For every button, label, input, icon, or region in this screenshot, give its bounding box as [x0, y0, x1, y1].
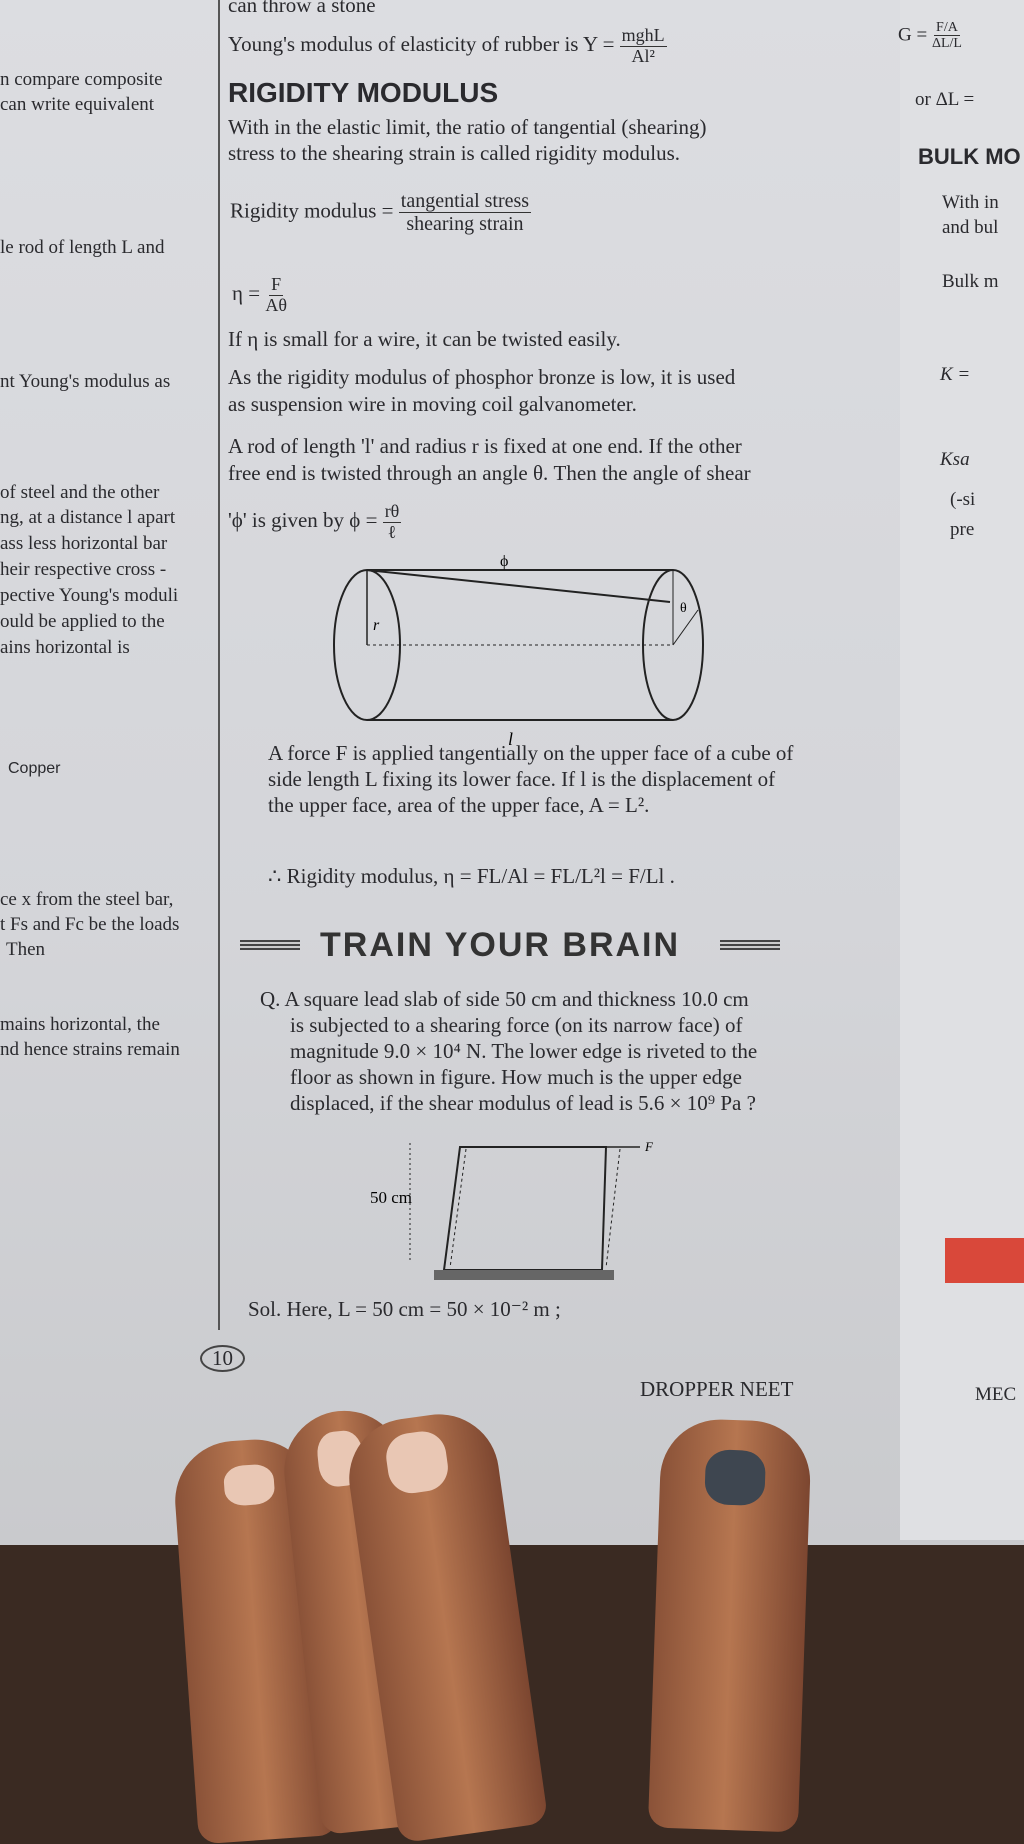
- left-text: Then: [6, 939, 46, 960]
- right-heading: BULK MO: [918, 144, 1021, 169]
- left-text: pective Young's moduli: [0, 585, 179, 606]
- force-label: F: [644, 1139, 654, 1154]
- rigidity-formula-2: ∴ Rigidity modulus, η = FL/Al = FL/L²l =…: [268, 864, 675, 888]
- question-line: Q. A square lead slab of side 50 cm and …: [260, 987, 749, 1011]
- right-text: or ΔL =: [915, 89, 975, 110]
- decorative-bar: [720, 940, 781, 950]
- formula-label: 'ϕ' is given by ϕ =: [228, 508, 378, 533]
- left-text: nd hence strains remain: [0, 1039, 180, 1060]
- side-label: 50 cm: [370, 1188, 412, 1207]
- left-text: ould be applied to the: [0, 611, 165, 632]
- right-text: (-si: [950, 489, 976, 510]
- left-text: mains horizontal, the: [0, 1014, 160, 1035]
- twisted-rod-diagram: ϕ θ r l: [333, 553, 704, 749]
- paragraph-line: side length L fixing its lower face. If …: [268, 767, 776, 791]
- theta-label: θ: [680, 601, 687, 616]
- paragraph-line: as suspension wire in moving coil galvan…: [228, 392, 637, 416]
- question-line: is subjected to a shearing force (on its…: [290, 1013, 743, 1037]
- left-text: can write equivalent: [0, 94, 155, 115]
- main-text: can throw a stone: [228, 0, 376, 17]
- left-text: ng, at a distance l apart: [0, 507, 176, 528]
- numerator: F/A: [934, 20, 960, 37]
- formula-label: η =: [232, 281, 261, 306]
- left-text: heir respective cross -: [0, 559, 167, 580]
- left-text: ass less horizontal bar: [0, 533, 168, 554]
- left-text: ce x from the steel bar,: [0, 889, 174, 910]
- paragraph-line: With in the elastic limit, the ratio of …: [228, 115, 707, 139]
- decorative-bar: [240, 940, 300, 950]
- denominator: Aθ: [265, 294, 287, 315]
- banner-title: TRAIN YOUR BRAIN: [320, 925, 681, 964]
- column-divider: [218, 0, 220, 1330]
- question-line: displaced, if the shear modulus of lead …: [290, 1091, 756, 1115]
- formula-label: G =: [898, 24, 928, 46]
- paragraph-line: stress to the shearing strain is called …: [228, 141, 681, 165]
- question-line: floor as shown in figure. How much is th…: [290, 1065, 742, 1089]
- right-text: and bul: [942, 217, 999, 238]
- right-text: pre: [950, 519, 975, 540]
- question-line: magnitude 9.0 × 10⁴ N. The lower edge is…: [290, 1039, 758, 1063]
- left-text: n compare composite: [0, 69, 163, 90]
- footer-title: DROPPER NEET: [640, 1377, 794, 1401]
- formula-label: Rigidity modulus =: [230, 198, 394, 223]
- numerator: tangential stress: [398, 190, 532, 213]
- left-text: t Fs and Fc be the loads: [0, 914, 180, 935]
- numerator: rθ: [382, 501, 402, 523]
- finger: [647, 1417, 813, 1833]
- paragraph-line: A force F is applied tangentially on the…: [268, 741, 794, 765]
- phi-label: ϕ: [500, 553, 508, 570]
- section-heading: RIGIDITY MODULUS: [228, 77, 499, 108]
- left-text: Copper: [8, 760, 61, 777]
- denominator: shearing strain: [406, 213, 524, 235]
- right-page: [900, 0, 1024, 1540]
- right-text: Bulk m: [942, 271, 999, 292]
- left-text: ains horizontal is: [0, 637, 130, 658]
- numerator: F: [269, 274, 284, 296]
- paragraph-line: A rod of length 'l' and radius r is fixe…: [228, 434, 742, 458]
- right-text: With in: [942, 192, 999, 213]
- paragraph-line: As the rigidity modulus of phosphor bron…: [228, 365, 736, 389]
- left-text: of steel and the other: [0, 482, 160, 503]
- young-modulus-line: Young's modulus of elasticity of rubber …: [228, 25, 667, 67]
- textbook-page: n compare composite can write equivalent…: [0, 0, 1024, 1545]
- denominator: ℓ: [387, 521, 397, 542]
- right-text: Ksa: [940, 449, 970, 470]
- denominator: ΔL/L: [931, 36, 962, 52]
- numerator: mghL: [619, 25, 667, 47]
- left-text: le rod of length L and: [0, 237, 165, 258]
- lead-slab-figure: 50 cm F: [370, 1139, 654, 1280]
- young-text: Young's modulus of elasticity of rubber …: [228, 32, 615, 57]
- denominator: Al²: [631, 45, 655, 66]
- length-label: l: [508, 729, 513, 749]
- paragraph-line: the upper face, area of the upper face, …: [268, 793, 650, 817]
- red-tab: [945, 1238, 1024, 1283]
- paragraph-line: If η is small for a wire, it can be twis…: [228, 327, 621, 351]
- radius-label: r: [373, 617, 380, 634]
- right-text: K =: [940, 364, 971, 385]
- right-footer: MEC: [975, 1384, 1017, 1405]
- left-text: nt Young's modulus as: [0, 371, 171, 392]
- train-your-brain-banner: TRAIN YOUR BRAIN: [240, 925, 840, 965]
- solution-line: Sol. Here, L = 50 cm = 50 × 10⁻² m ;: [248, 1297, 561, 1321]
- page-number: 10: [200, 1345, 245, 1373]
- paragraph-line: free end is twisted through an angle θ. …: [228, 461, 751, 485]
